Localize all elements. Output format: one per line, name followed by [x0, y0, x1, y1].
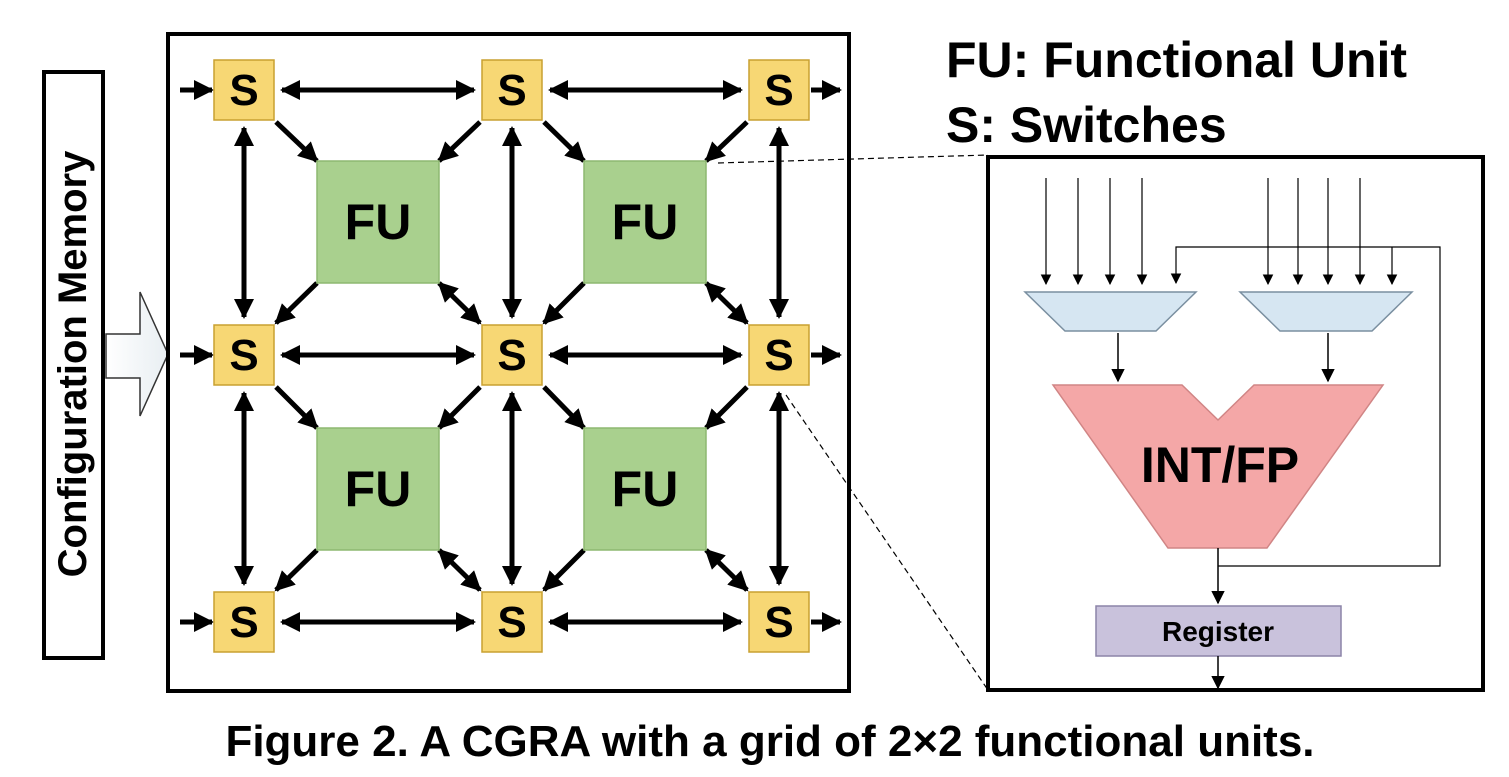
switches: S S S S S S S S S [213, 59, 810, 653]
diag-bi-br [704, 548, 749, 592]
diag-in-tl [274, 120, 319, 163]
switch-label: S [497, 331, 526, 380]
switch-label: S [229, 66, 258, 115]
grid-connections [180, 80, 842, 632]
legend-fu: FU: Functional Unit [946, 32, 1407, 88]
mux-right [1238, 291, 1414, 332]
fu-label: FU [612, 194, 679, 250]
fu-block-0-1 [583, 160, 707, 284]
legend-switch: S: Switches [946, 97, 1227, 153]
config-memory-box [42, 70, 105, 660]
switch-label: S [497, 598, 526, 647]
switch-label: S [497, 66, 526, 115]
fu-label: FU [345, 461, 412, 517]
register-label: Register [1162, 616, 1274, 647]
zoom-line-top [717, 154, 989, 164]
switch-1-0 [213, 324, 275, 386]
switch-0-1 [481, 59, 543, 121]
mux-input-arrows [1040, 178, 1398, 286]
fu-block-1-0 [316, 427, 440, 551]
config-memory-label: Configuration Memory [51, 150, 95, 577]
register-block [1095, 605, 1342, 657]
switch-label: S [764, 66, 793, 115]
diag-in-tl [274, 385, 319, 430]
switch-label: S [229, 331, 258, 380]
figure-caption: Figure 2. A CGRA with a grid of 2×2 func… [225, 717, 1314, 766]
switch-2-0 [213, 591, 275, 653]
diag-bi-br [437, 548, 482, 592]
diag-in-tl [542, 385, 586, 430]
diag-in-tr [437, 120, 482, 163]
diag-in-tr [704, 120, 749, 163]
switch-label: S [229, 598, 258, 647]
fu-label: FU [612, 461, 679, 517]
switch-0-2 [748, 59, 810, 121]
feedback-path [1170, 246, 1441, 567]
switch-label: S [764, 331, 793, 380]
diag-out-bl [542, 548, 586, 592]
functional-units: FU FU FU FU [316, 160, 707, 551]
diag-out-bl [274, 548, 319, 592]
fu-block-0-0 [316, 160, 440, 284]
diag-bi-br [437, 281, 482, 325]
switch-2-2 [748, 591, 810, 653]
switch-0-0 [213, 59, 275, 121]
switch-1-2 [748, 324, 810, 386]
alu-label: INT/FP [1141, 437, 1299, 493]
fu-block-1-1 [583, 427, 707, 551]
diag-in-tr [437, 385, 482, 430]
switch-1-1 [481, 324, 543, 386]
fu-label: FU [345, 194, 412, 250]
diag-out-bl [542, 281, 586, 325]
alu-int-fp [1051, 384, 1385, 549]
diag-out-bl [274, 281, 319, 325]
diag-in-tr [704, 385, 749, 430]
mux-left [1023, 291, 1198, 332]
config-memory-arrow [105, 291, 169, 417]
diag-in-tl [542, 120, 586, 163]
diag-bi-br [704, 281, 749, 325]
switch-2-1 [481, 591, 543, 653]
switch-label: S [764, 598, 793, 647]
